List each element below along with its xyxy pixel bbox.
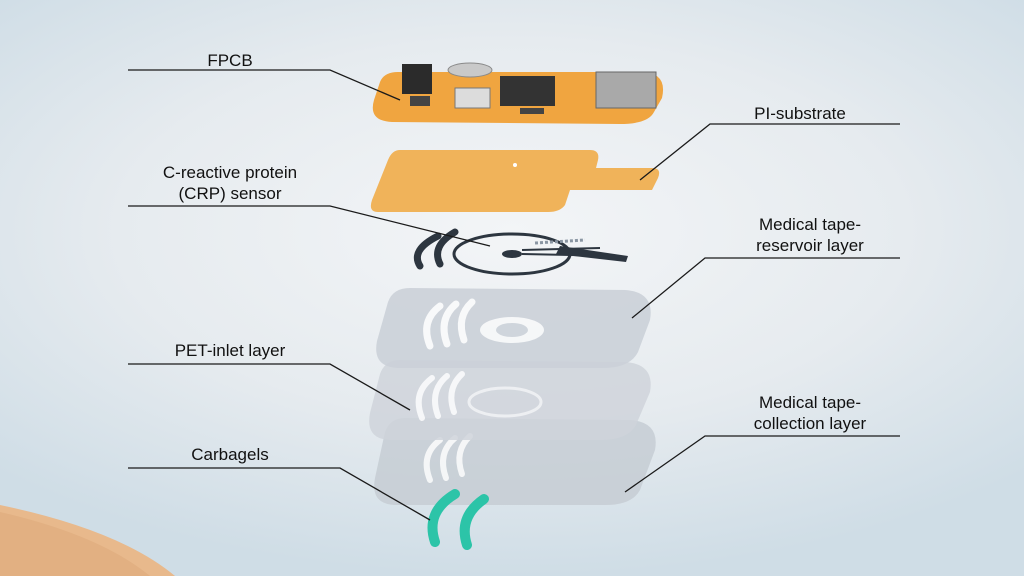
leader-carbagels [128,467,431,521]
leader-lines [128,69,900,521]
label-fpcb: FPCB [207,51,253,70]
label-crp-sensor-line2: (CRP) sensor [178,184,282,203]
crp-sensor [413,228,628,276]
label-carbagels: Carbagels [191,445,269,464]
fpcb-board [372,62,664,124]
label-pi-substrate: PI-substrate [754,104,846,123]
leader-pet-inlet [128,363,411,411]
leader-pi-substrate [639,123,900,181]
leader-reservoir [631,257,900,319]
label-crp-sensor: C-reactive protein (CRP) sensor [130,162,330,204]
label-pet-inlet: PET-inlet layer [174,341,286,360]
label-crp-sensor-line1: C-reactive protein [162,163,298,182]
pi-substrate-layer [370,150,660,212]
label-collection: Medical tape- collection layer [730,392,890,434]
label-reservoir-line1: Medical tape- [758,215,862,234]
label-reservoir: Medical tape- reservoir layer [730,214,890,256]
pet-inlet-layer [369,360,651,440]
label-collection-line1: Medical tape- [758,393,862,412]
carbagels [427,489,489,550]
leader-crp-sensor [128,205,491,247]
leader-collection [624,435,900,493]
skin-highlight [0,512,150,576]
reservoir-layer [376,288,651,368]
label-collection-line2: collection layer [753,414,867,433]
label-reservoir-line2: reservoir layer [756,236,864,255]
leader-fpcb [128,69,401,101]
